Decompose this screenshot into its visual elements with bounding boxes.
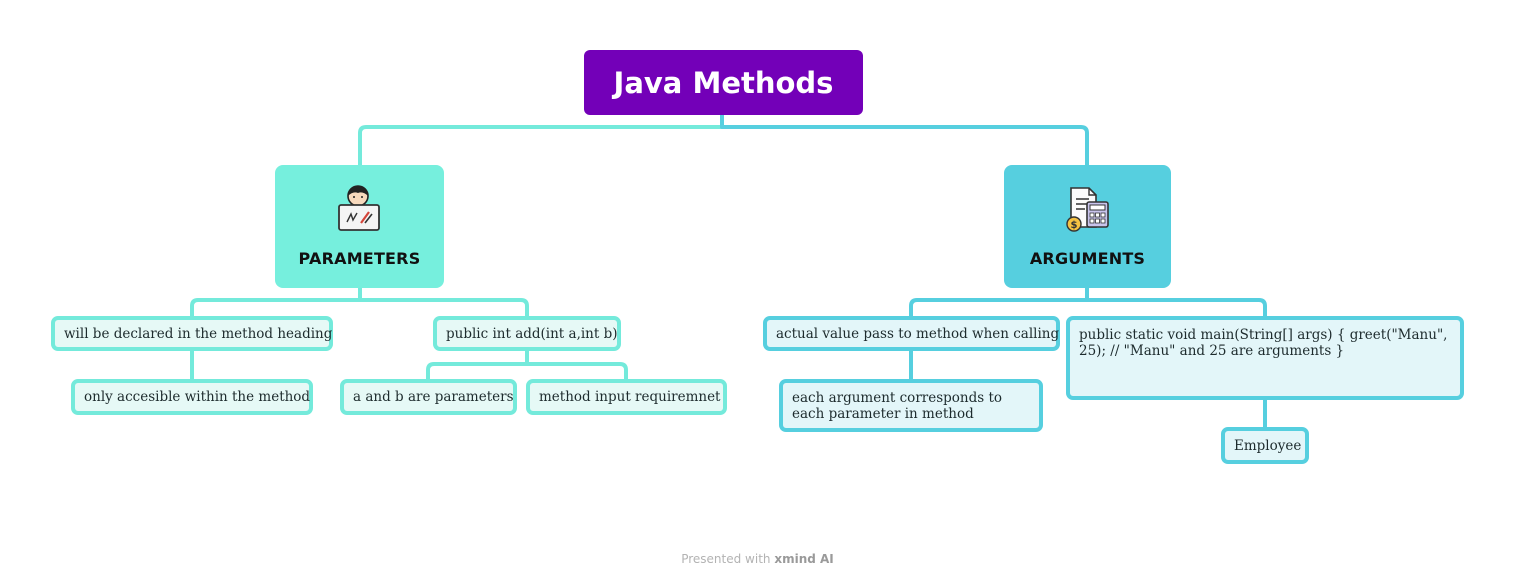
- topic-arguments[interactable]: $ ARGUMENTS: [1004, 165, 1171, 288]
- subtopic-actual-value-passed[interactable]: actual value pass to method when calling: [763, 316, 1060, 351]
- topic-parameters[interactable]: PARAMETERS: [275, 165, 444, 288]
- central-topic[interactable]: Java Methods: [584, 50, 863, 115]
- topic-label: ARGUMENTS: [1029, 249, 1146, 268]
- subtopic-method-signature[interactable]: public int add(int a,int b): [433, 316, 621, 351]
- subtopic-code-example[interactable]: public static void main(String[] args) {…: [1066, 316, 1464, 400]
- topic-label: PARAMETERS: [298, 249, 421, 268]
- subtopic-method-input-requirement[interactable]: method input requiremnet: [526, 379, 727, 415]
- footer-prefix: Presented with: [681, 552, 771, 566]
- subtopic-employee[interactable]: Employee: [1221, 427, 1309, 464]
- presented-with-footer: Presented with xmind AI: [0, 552, 1515, 566]
- svg-text:$: $: [1070, 220, 1077, 231]
- subtopic-argument-corresponds[interactable]: each argument corresponds to each parame…: [779, 379, 1043, 432]
- document-calculator-icon: $: [1065, 187, 1109, 232]
- footer-brand: xmind AI: [774, 552, 834, 566]
- subtopic-declared-in-heading[interactable]: will be declared in the method heading: [51, 316, 333, 351]
- person-at-drawing-board-icon: [337, 185, 380, 231]
- subtopic-a-and-b-parameters[interactable]: a and b are parameters: [340, 379, 517, 415]
- subtopic-accessible-within-method[interactable]: only accesible within the method: [71, 379, 313, 415]
